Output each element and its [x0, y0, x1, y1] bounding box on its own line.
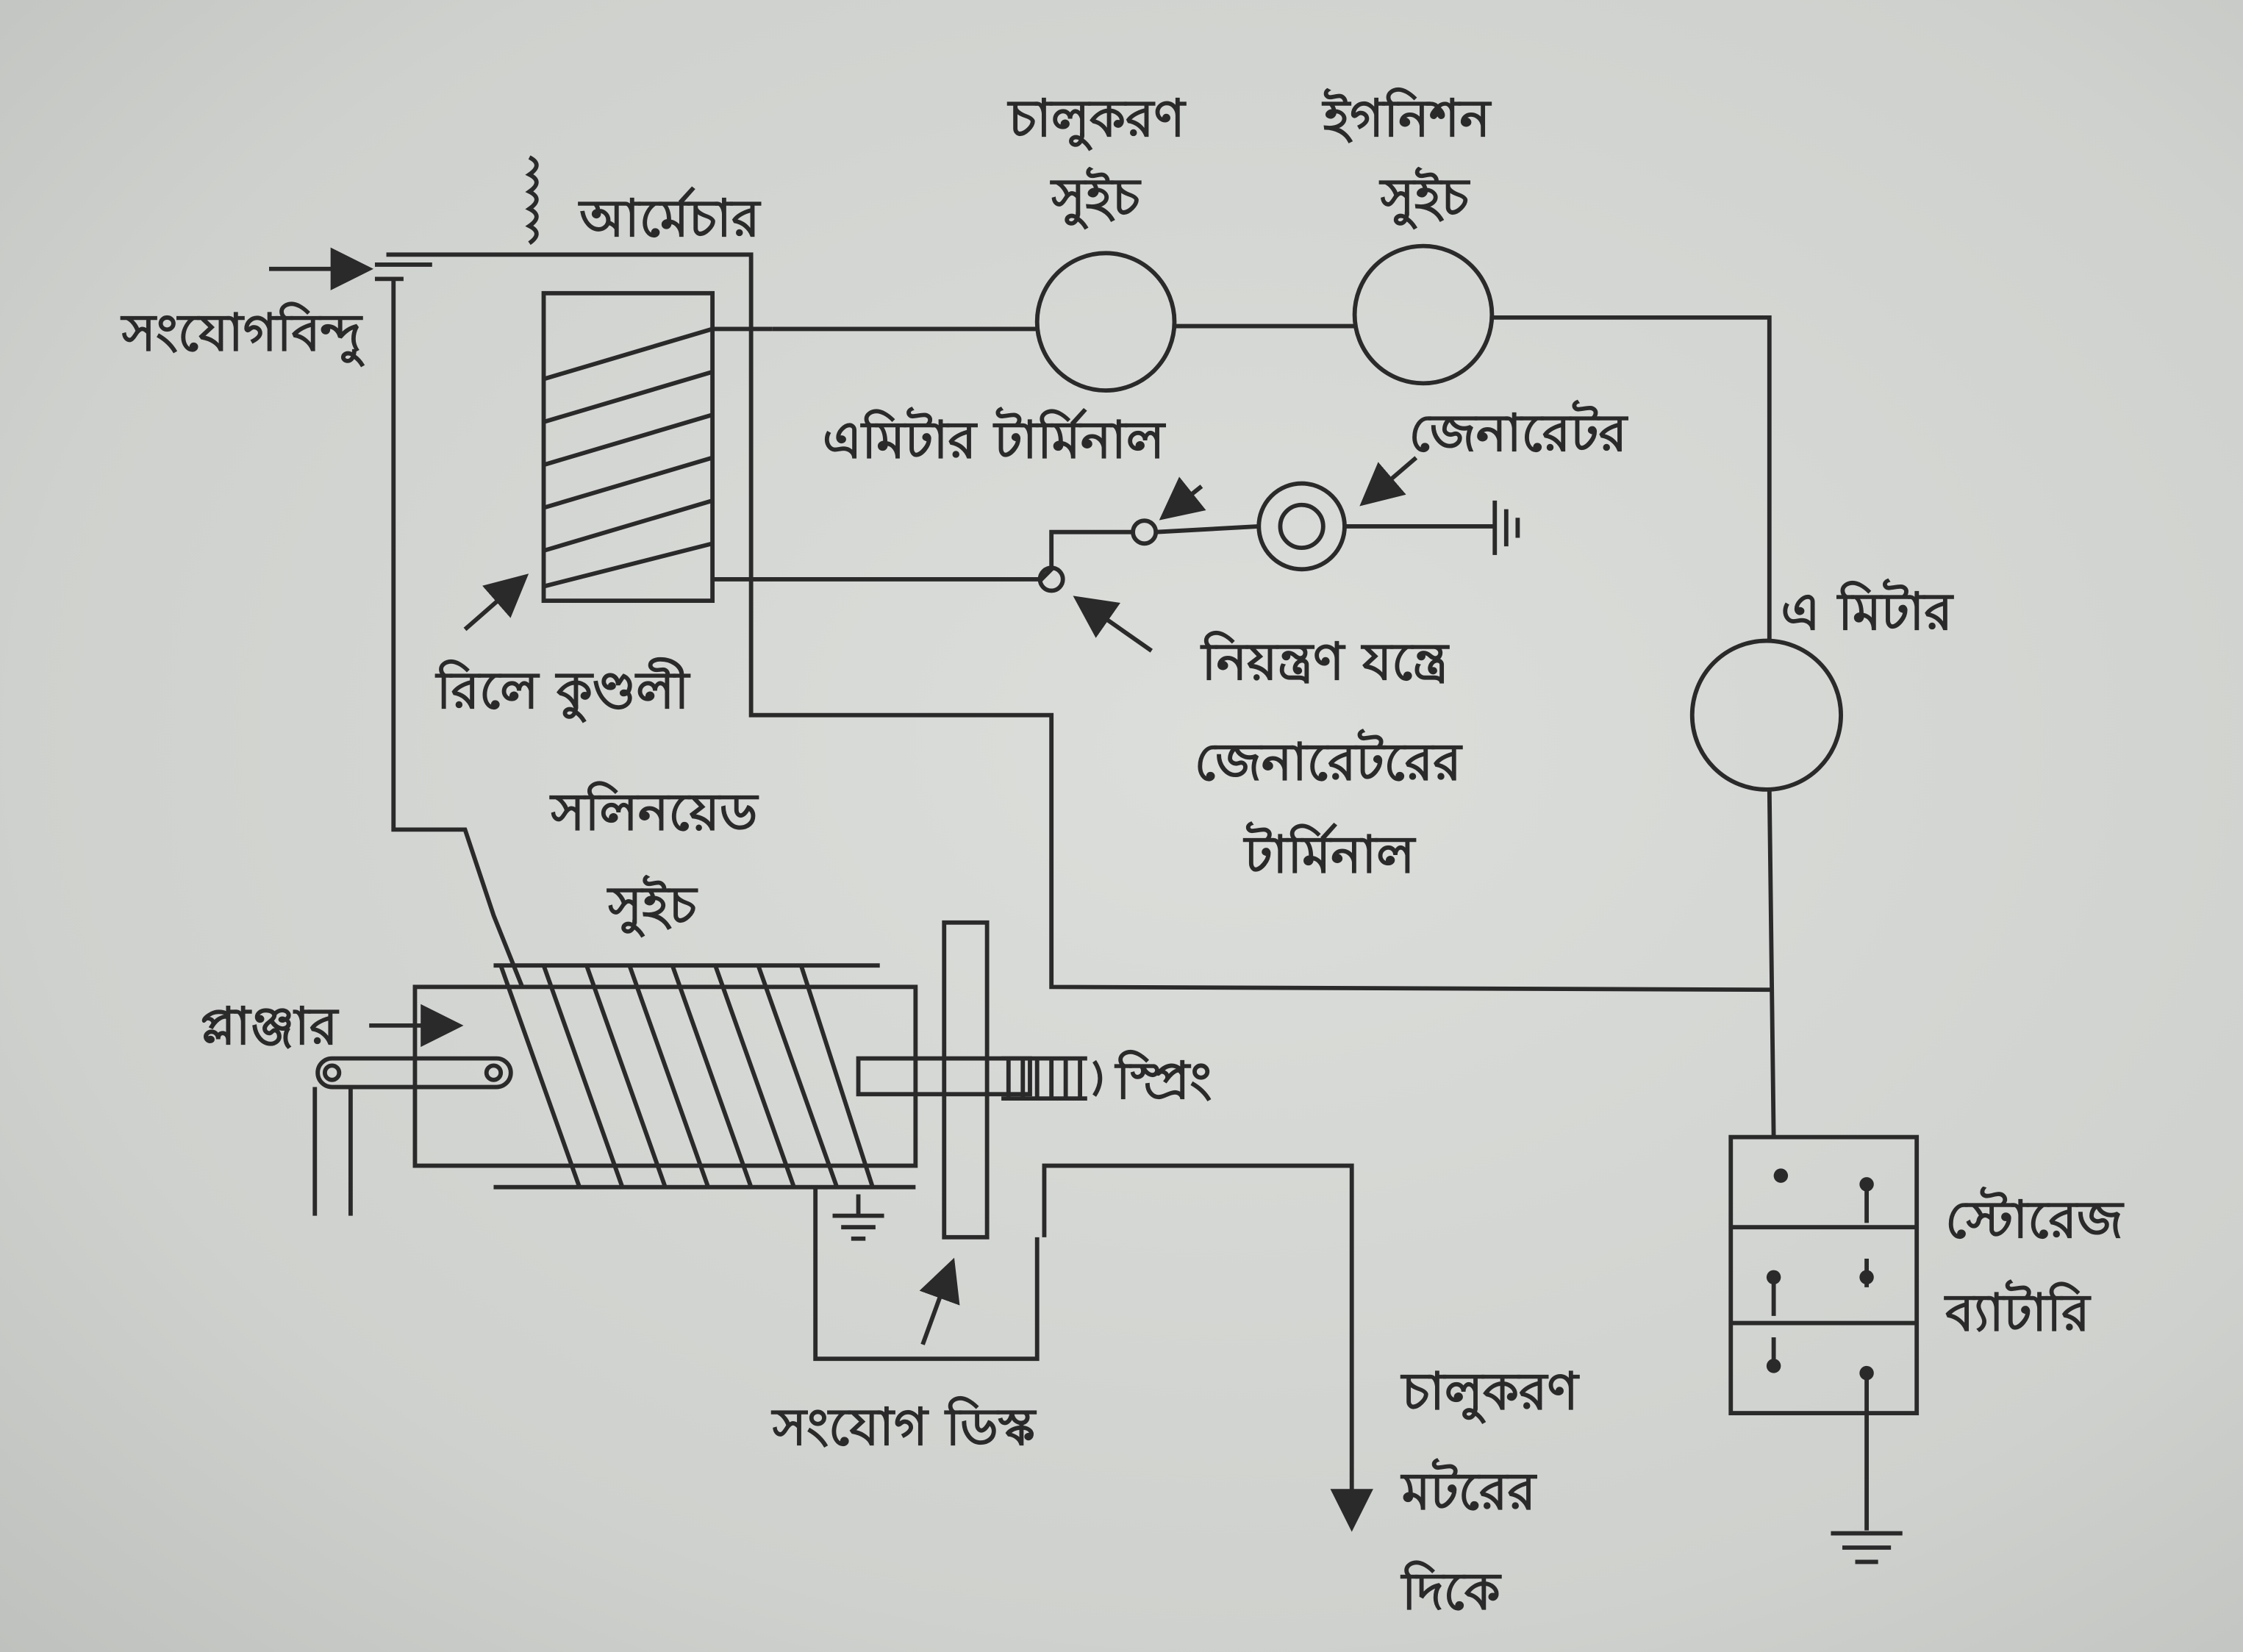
ignition-switch: [1352, 243, 1495, 386]
ammeter: [1689, 638, 1843, 792]
label-ignition-switch-2: সুইচ: [1378, 166, 1471, 231]
label-regulator-1: নিয়ন্ত্রণ যন্ত্রে: [1199, 630, 1450, 692]
label-to-motor-2: মটরের: [1400, 1457, 1538, 1521]
contact-disc: [856, 920, 1032, 1240]
label-to-motor-1: চালুকরণ: [1400, 1361, 1581, 1425]
label-solenoid-1: সলিনয়েড: [548, 780, 759, 842]
spring-icon: [1001, 1056, 1103, 1101]
label-ammeter: এ মিটার: [1781, 578, 1954, 642]
label-contact-point: সংযোগবিন্দু: [120, 301, 365, 368]
label-to-motor-3: দিকে: [1400, 1560, 1502, 1622]
label-regulator-3: টার্মিনাল: [1242, 821, 1417, 885]
battery-ground-icon: [1831, 1531, 1903, 1565]
label-ignition-switch-1: ইগনিশন: [1321, 87, 1492, 149]
relay-coil: [525, 155, 715, 604]
storage-battery: [1728, 1134, 1920, 1416]
solenoid: [412, 963, 918, 1190]
contact-point: [269, 265, 432, 279]
label-plunger: প্লাঞ্জার: [201, 996, 340, 1056]
start-switch: [1034, 251, 1177, 393]
plunger-link: [312, 1056, 513, 1216]
generator-ground-icon: [1492, 500, 1520, 555]
generator-symbol: [1256, 481, 1347, 572]
label-battery-1: স্টোরেজ: [1945, 1186, 2125, 1250]
label-solenoid-2: সুইচ: [606, 874, 698, 939]
label-spring: স্প্রিং: [1114, 1049, 1212, 1111]
label-ammeter-terminal: এমিটার টার্মিনাল: [823, 407, 1167, 471]
label-start-switch-2: সুইচ: [1049, 166, 1142, 231]
label-regulator-2: জেনারেটরের: [1195, 728, 1464, 792]
label-start-switch-1: চালুকরণ: [1006, 88, 1187, 152]
regulator-terminal: [1037, 565, 1065, 593]
label-armature: আর্মেচার: [577, 186, 762, 248]
label-battery-2: ব্যাটারি: [1943, 1279, 2092, 1342]
solenoid-ground-icon: [832, 1194, 884, 1241]
label-contact-disc: সংযোগ ডিস্ক: [770, 1395, 1037, 1457]
label-generator: জেনারেটর: [1409, 399, 1629, 463]
ammeter-terminal: [1131, 518, 1159, 546]
label-relay-coil: রিলে কুণ্ডলী: [434, 657, 692, 724]
